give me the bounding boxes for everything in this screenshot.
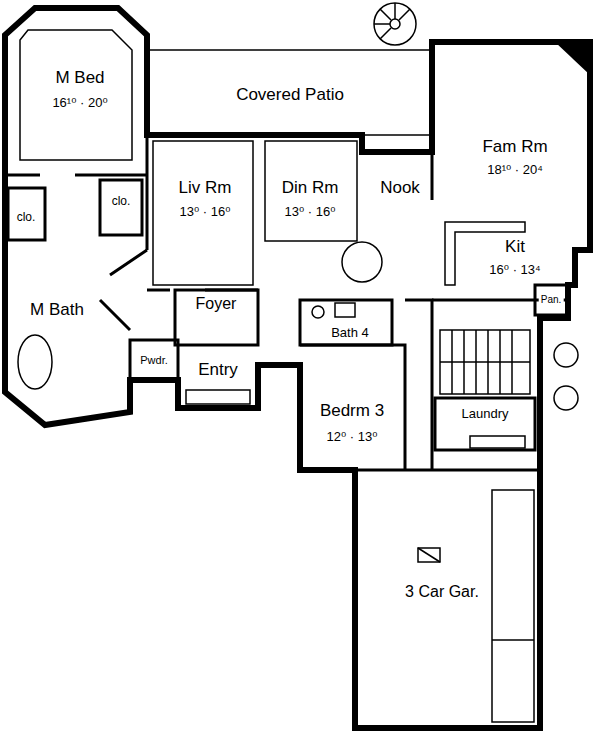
room-label: Bath 4 [329,326,371,341]
thin-lines [20,30,132,160]
room-label: clo. [15,211,38,225]
thin-lines [374,3,410,39]
room-label: Pwdr. [138,354,170,367]
room-label: 16⁰ · 13⁴ [487,263,542,278]
exterior-walls [5,8,590,728]
room-label: 13⁰ · 16⁰ [178,205,233,220]
room-label: Entry [196,360,240,380]
room-label: Din Rm [280,178,341,198]
thin-lines [418,548,440,562]
thin-lines [418,548,440,562]
thin-lines [265,141,357,241]
interior-walls [147,135,258,290]
room-label: Laundry [460,407,511,422]
thin-lines [492,639,534,641]
thin-lines [440,330,530,394]
thin-lines [374,3,416,45]
thin-lines [470,436,525,448]
room-label: Pan. [539,294,564,306]
interior-walls [300,300,432,470]
interior-walls [435,398,535,450]
interior-walls [432,152,570,300]
fireplace [555,42,590,75]
room-label: 12⁰ · 13⁰ [325,430,380,445]
thin-lines [492,490,534,722]
room-label: M Bath [28,300,86,320]
thin-lines [342,242,382,282]
thin-lines [335,303,355,317]
interior-walls [8,188,45,240]
interior-walls [100,250,147,330]
room-label: clo. [110,195,133,209]
interior-walls [535,285,568,315]
interior-walls [130,340,178,380]
room-label: Covered Patio [234,85,346,105]
room-label: Foyer [194,295,239,313]
thin-lines [554,343,578,367]
thin-lines [554,386,578,410]
room-label: Kit [503,237,527,257]
thin-lines [390,19,400,29]
interior-walls [100,180,142,235]
room-label: 16¹⁰ · 20⁰ [50,96,109,111]
room-label: Fam Rm [480,137,549,157]
room-label: Liv Rm [177,178,234,198]
room-label: M Bed [53,68,106,88]
thin-lines [147,50,432,135]
room-label: Bedrm 3 [318,401,386,421]
interior-walls [175,290,258,345]
exterior-walls [5,8,590,728]
interior-walls [355,469,540,472]
thin-lines [312,306,324,318]
fireplace [555,42,590,75]
interior-walls [5,174,147,177]
room-label: Nook [378,178,422,198]
thin-lines [18,335,52,389]
room-label: 3 Car Gar. [403,583,481,601]
room-label: 18¹⁰ · 20⁴ [485,163,545,178]
thin-lines [440,330,530,394]
room-label: 13⁰ · 16⁰ [283,205,338,220]
interior-walls [300,300,392,345]
thin-lines [186,390,250,404]
thin-lines [153,141,253,285]
